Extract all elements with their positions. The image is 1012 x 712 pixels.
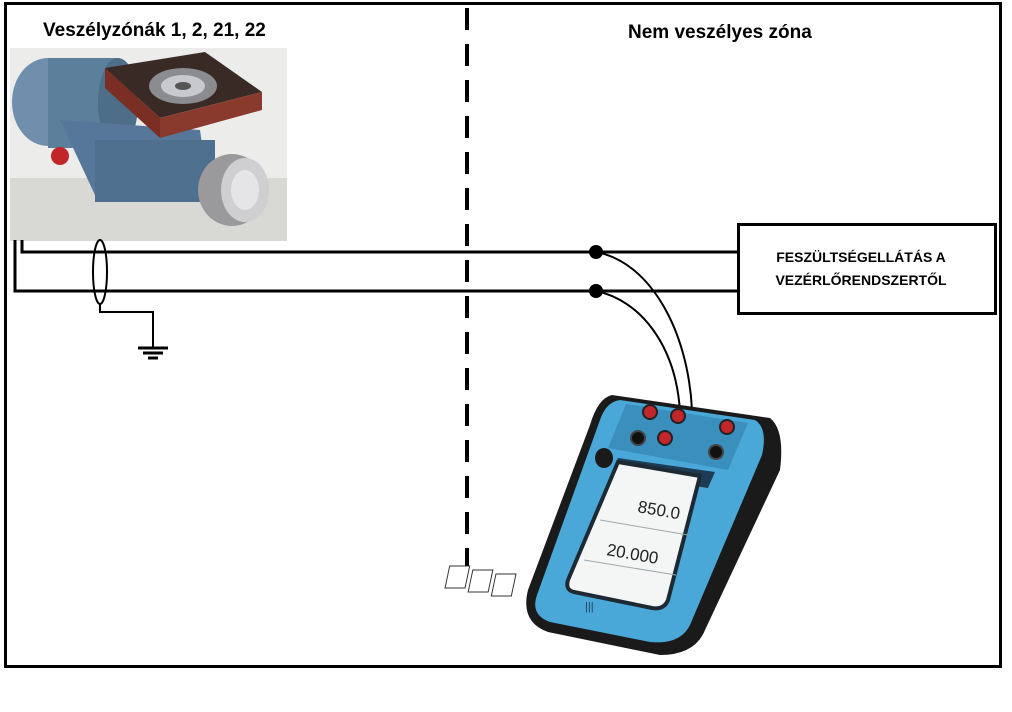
terminal-red-4: [657, 430, 673, 446]
ground-icon: [138, 346, 168, 360]
wire-lower: [13, 240, 737, 293]
svg-text:|||: |||: [585, 601, 594, 613]
terminal-red-2: [670, 408, 686, 424]
diagram-frame: [4, 2, 1002, 668]
wire-upper: [20, 240, 737, 254]
pressure-transducer-image: [10, 48, 287, 241]
terminal-black-2: [708, 444, 724, 460]
cable-shield: [92, 239, 108, 305]
lead-wire-2: [595, 290, 681, 413]
power-supply-line1: FESZÜLTSÉGELLÁTÁS A: [776, 249, 946, 265]
lead-wire-1: [595, 251, 693, 411]
terminal-black-1: [630, 430, 646, 446]
power-supply-line2: VEZÉRLŐRENDSZERTŐL: [775, 272, 947, 288]
power-supply-label: FESZÜLTSÉGELLÁTÁS A VEZÉRLŐRENDSZERTŐL: [775, 246, 946, 292]
hazardous-zone-title: Veszélyzónák 1, 2, 21, 22: [43, 20, 266, 41]
power-supply-box: FESZÜLTSÉGELLÁTÁS A VEZÉRLŐRENDSZERTŐL: [737, 223, 997, 315]
non-hazardous-zone-title: Nem veszélyes zóna: [628, 22, 812, 43]
terminal-red-1: [642, 404, 658, 420]
terminal-red-3: [719, 419, 735, 435]
calibrator-image: 850.0 20.000 |||: [444, 395, 782, 655]
